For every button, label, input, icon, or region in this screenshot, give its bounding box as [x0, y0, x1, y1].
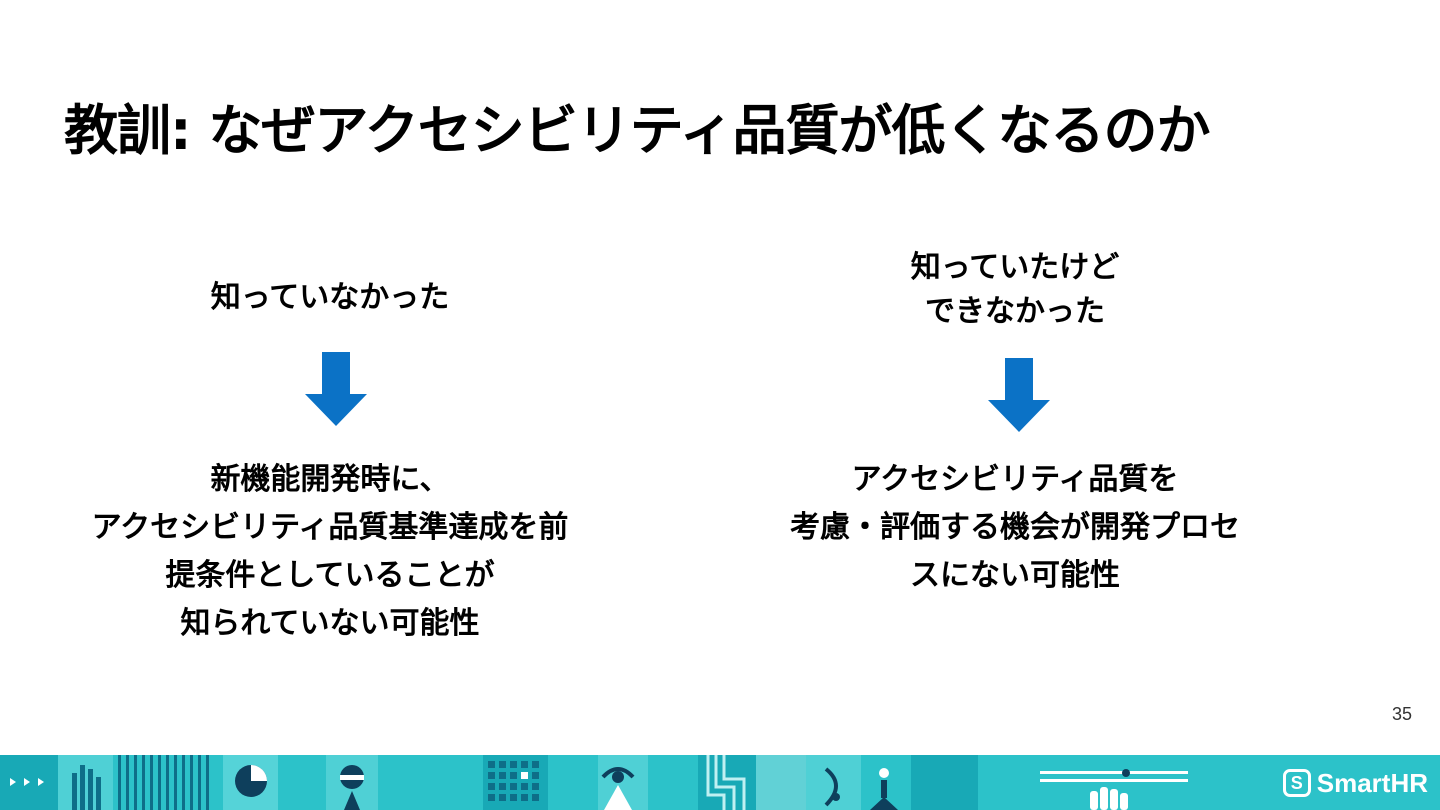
right-result-line: 考慮・評価する機会が開発プロセ [790, 510, 1240, 545]
left-cause-line: 知っていなかった [210, 280, 450, 315]
slide-title: 教訓: なぜアクセシビリティ品質が低くなるのか [64, 99, 1210, 162]
left-cause: 知っていなかった [40, 276, 620, 320]
right-result: アクセシビリティ品質を 考慮・評価する機会が開発プロセ スにない可能性 [730, 456, 1300, 600]
down-arrow-icon [988, 358, 1050, 432]
right-result-line: アクセシビリティ品質を [851, 462, 1179, 497]
right-cause-line: 知っていたけど [910, 250, 1120, 285]
right-cause-line: できなかった [925, 294, 1105, 329]
down-arrow-icon [305, 352, 367, 426]
left-result: 新機能開発時に、 アクセシビリティ品質基準達成を前 提条件としていることが 知ら… [40, 456, 620, 648]
right-result-line: スにない可能性 [910, 558, 1120, 593]
left-result-line: 新機能開発時に、 [210, 462, 450, 497]
smarthr-logo: S SmartHR [1282, 766, 1428, 800]
smarthr-logo-icon: S [1282, 769, 1311, 797]
right-cause: 知っていたけど できなかった [730, 246, 1300, 334]
left-result-line: 提条件としていることが [165, 558, 495, 593]
footer-decoration-band: S SmartHR [0, 755, 1440, 810]
page-number: 35 [1391, 704, 1412, 724]
footer-pattern-graphic [0, 755, 1250, 810]
smarthr-logo-text: SmartHR [1316, 767, 1428, 798]
left-result-line: アクセシビリティ品質基準達成を前 [91, 510, 569, 545]
left-result-line: 知られていない可能性 [180, 606, 480, 641]
